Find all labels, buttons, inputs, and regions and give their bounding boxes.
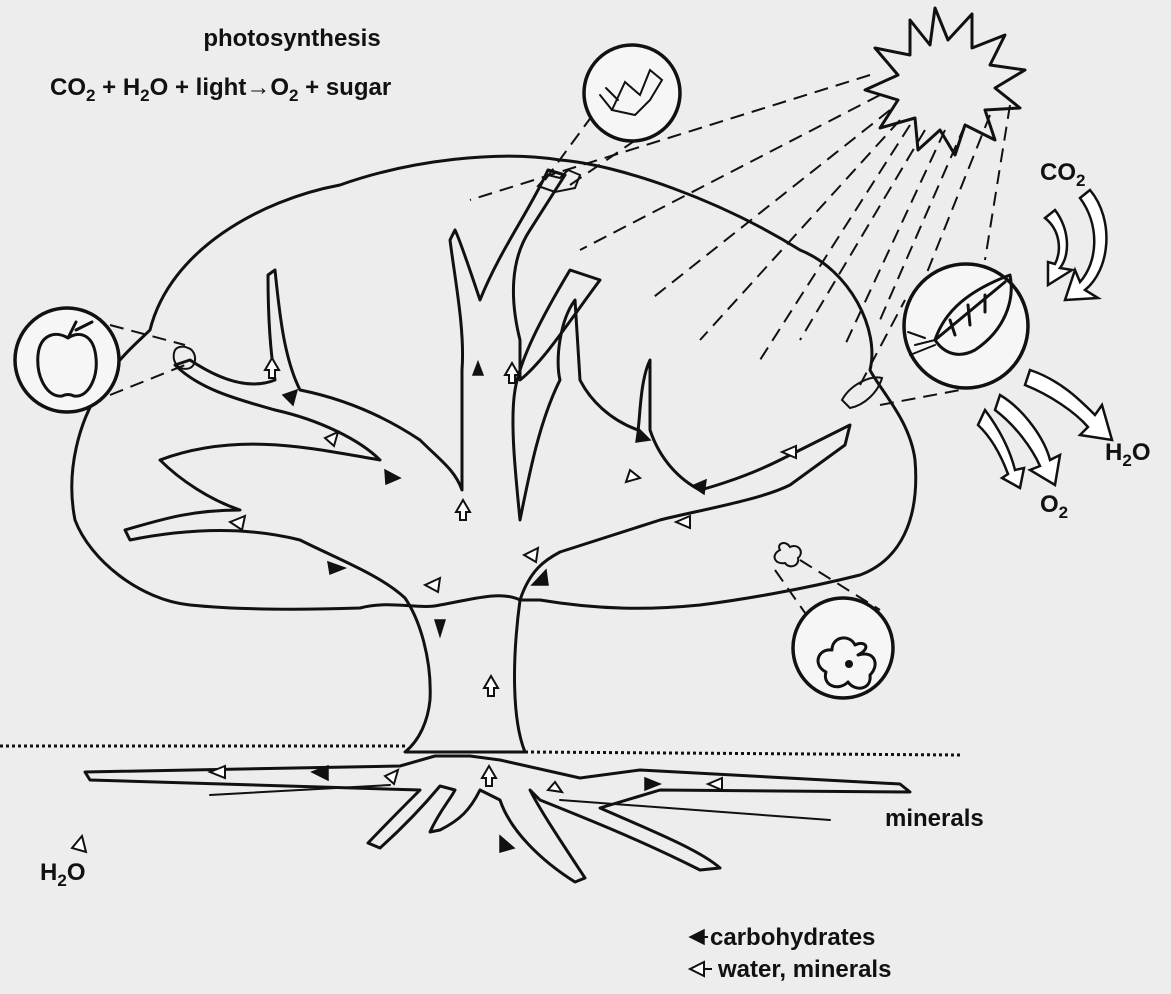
apple-detail bbox=[15, 308, 195, 412]
bud-detail bbox=[538, 45, 680, 192]
h2o-output-label: H2O bbox=[1105, 439, 1150, 470]
o2-output-label: O2 bbox=[1040, 491, 1068, 522]
sun-icon bbox=[865, 8, 1025, 155]
h2o-input-label: H2O bbox=[40, 859, 85, 890]
tree-roots bbox=[85, 756, 910, 882]
tree-trunk-branches bbox=[125, 170, 850, 752]
legend-water-arrow-icon bbox=[690, 962, 704, 976]
diagram-title: photosynthesis bbox=[203, 25, 380, 52]
legend-carbohydrates: carbohydrates bbox=[710, 924, 875, 951]
photosynthesis-equation: CO2 + H2O + light→O2 + sugar bbox=[50, 74, 391, 105]
co2-label: CO2 bbox=[1040, 159, 1085, 190]
legend: carbohydrates water, minerals bbox=[690, 924, 891, 983]
h2o-o2-arrows bbox=[978, 370, 1112, 488]
legend-water-minerals: water, minerals bbox=[717, 956, 891, 983]
minerals-label: minerals bbox=[885, 805, 984, 832]
co2-arrow bbox=[1045, 190, 1106, 300]
